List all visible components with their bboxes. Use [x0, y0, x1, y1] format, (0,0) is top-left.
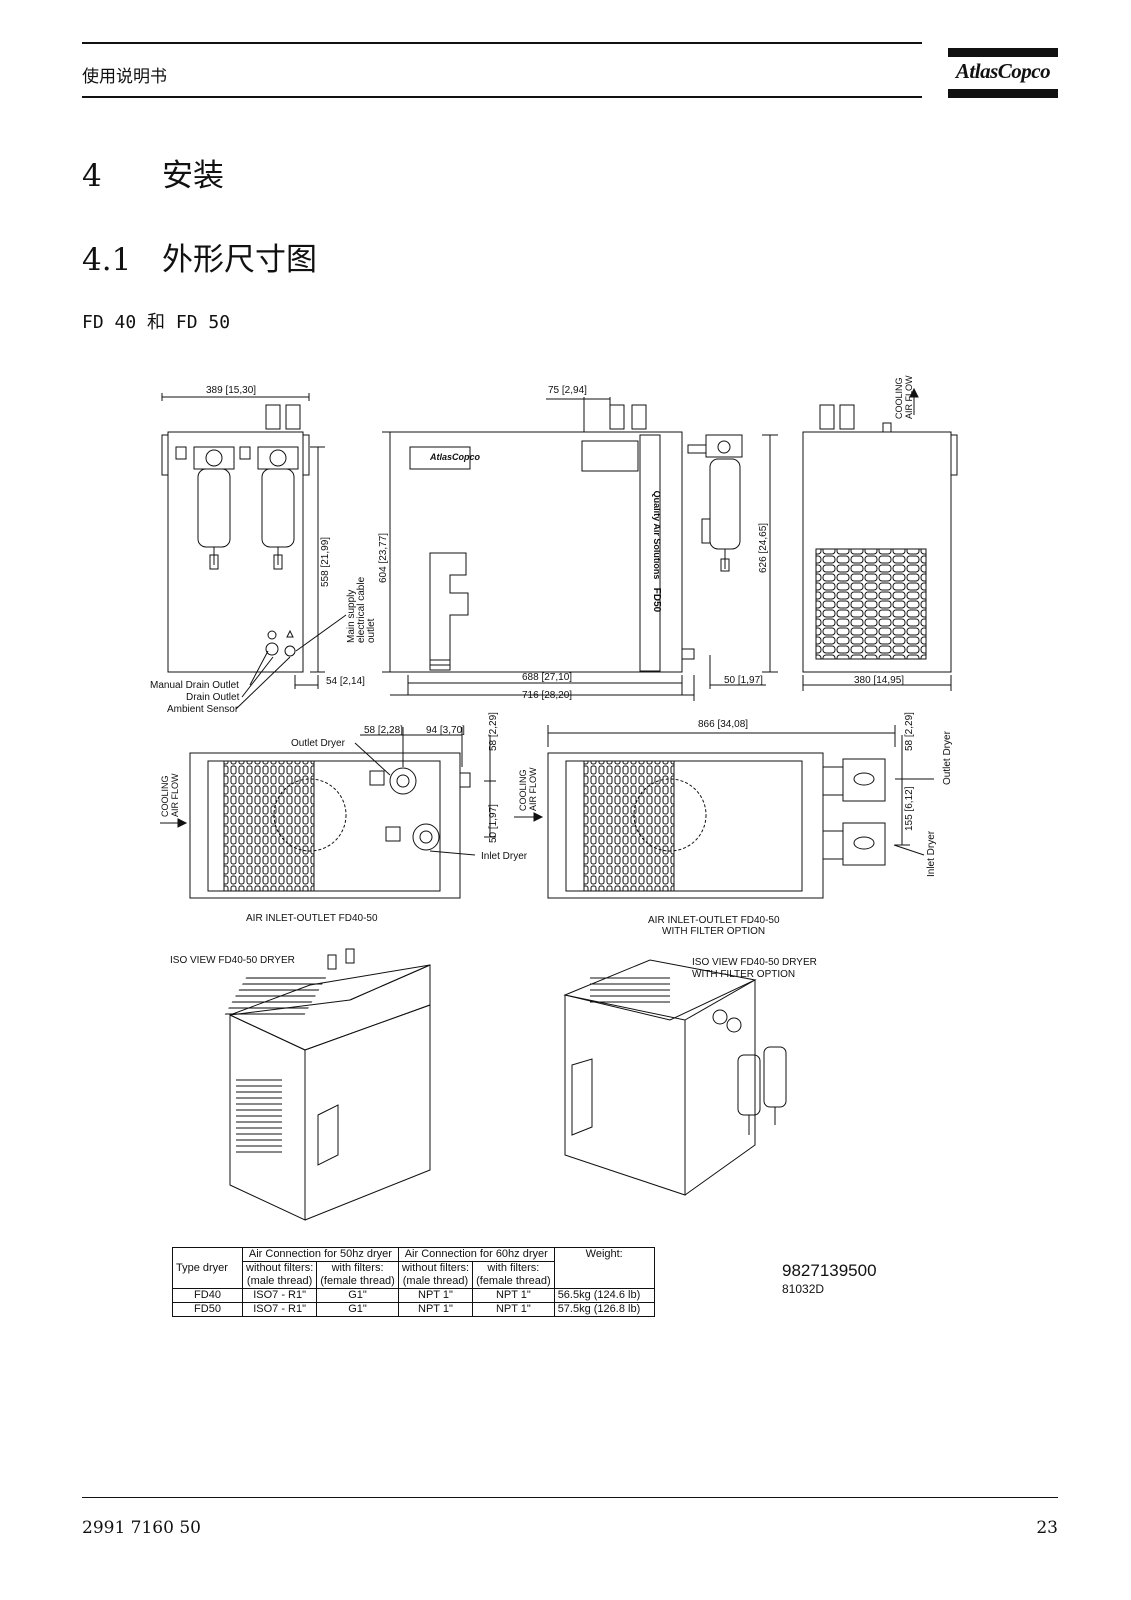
section-title: 安装	[162, 158, 224, 194]
cell-c2: G1"	[316, 1302, 399, 1317]
label-cooling-3: COOLING	[518, 769, 528, 811]
th-female2: (female thread)	[472, 1275, 555, 1289]
subsection-number: 4.1	[82, 242, 132, 278]
footer-rule	[82, 1497, 1058, 1498]
label-outlet-dryer-top: Outlet Dryer	[291, 738, 346, 749]
label-main-supply-1: Main supply	[346, 590, 357, 643]
label-inlet-dryer-side: Inlet Dryer	[926, 830, 937, 877]
dim-688: 688 [27,10]	[522, 672, 572, 683]
caption-inlet-outlet-filter-1: AIR INLET-OUTLET FD40-50	[648, 915, 780, 926]
header-bottom-rule	[82, 96, 922, 98]
dim-58b: 58 [2,29]	[488, 712, 499, 751]
dim-94: 94 [3,70]	[426, 725, 465, 736]
cell-weight: 56.5kg (124.6 lb)	[553, 1288, 655, 1303]
label-main-supply-3: outlet	[366, 618, 377, 643]
top-view-with-filter	[514, 725, 934, 899]
panel-model: FD50	[651, 588, 662, 613]
caption-inlet-outlet-filter-2: WITH FILTER OPTION	[662, 926, 765, 937]
iso-view-dryer	[224, 948, 431, 1221]
label-manual-drain: Manual Drain Outlet	[150, 680, 239, 691]
dim-75: 75 [2,94]	[548, 385, 587, 396]
footer-code: 2991 7160 50	[82, 1518, 201, 1538]
header-top-rule	[82, 42, 922, 44]
dim-716: 716 [28,20]	[522, 690, 572, 701]
cell-c1: ISO7 - R1"	[241, 1288, 318, 1303]
table-row: FD50 ISO7 - R1" G1" NPT 1" NPT 1" 57.5kg…	[172, 1302, 655, 1317]
cell-c3: NPT 1"	[397, 1302, 474, 1317]
caption-iso-view: ISO VIEW FD40-50 DRYER	[170, 955, 295, 966]
label-airflow-1: AIR FLOW	[904, 375, 914, 419]
th-without2: without filters:	[397, 1261, 474, 1275]
dim-380: 380 [14,95]	[854, 675, 904, 686]
panel-tagline: Quality Air Solutions	[652, 491, 662, 580]
th-air50: Air Connection for 50hz dryer	[242, 1247, 399, 1262]
cell-type: FD40	[172, 1288, 243, 1303]
section-number: 4	[82, 158, 102, 194]
model-line: FD 40 和 FD 50	[82, 312, 231, 333]
cell-c4: NPT 1"	[472, 1288, 555, 1303]
dim-866: 866 [34,08]	[698, 719, 748, 730]
label-airflow-2: AIR FLOW	[170, 773, 180, 817]
th-with2: with filters:	[472, 1261, 555, 1275]
section-heading: 4 安装	[82, 150, 224, 195]
label-airflow-3: AIR FLOW	[528, 767, 538, 811]
dim-389: 389 [15,30]	[206, 385, 256, 396]
dim-558: 558 [21,99]	[320, 537, 331, 587]
caption-iso-view-filter-2: WITH FILTER OPTION	[692, 969, 795, 980]
dim-50b: 50 [1,97]	[488, 804, 499, 843]
th-with1: with filters:	[316, 1261, 399, 1275]
subsection-heading: 4.1 外形尺寸图	[82, 234, 317, 279]
label-cooling-1: COOLING	[894, 377, 904, 419]
rear-view	[802, 387, 958, 691]
page-number: 23	[1036, 1518, 1058, 1538]
caption-iso-view-filter-1: ISO VIEW FD40-50 DRYER	[692, 957, 817, 968]
th-type: Type dryer	[172, 1247, 243, 1289]
dim-58a: 58 [2,28]	[364, 725, 403, 736]
iso-view-dryer-with-filter	[563, 959, 787, 1196]
document-subnumber: 81032D	[782, 1282, 825, 1296]
side-view	[382, 397, 778, 701]
header-title: 使用说明书	[82, 67, 167, 87]
cell-c2: G1"	[316, 1288, 399, 1303]
front-view-with-filters	[161, 393, 347, 710]
label-drain-outlet: Drain Outlet	[186, 692, 240, 703]
th-without1: without filters:	[241, 1261, 318, 1275]
cell-c1: ISO7 - R1"	[241, 1302, 318, 1317]
th-weight: Weight:	[553, 1247, 655, 1289]
th-male2: (male thread)	[397, 1275, 474, 1289]
label-inlet-dryer: Inlet Dryer	[481, 851, 528, 862]
dim-54: 54 [2,14]	[326, 676, 365, 687]
table-row: FD40 ISO7 - R1" G1" NPT 1" NPT 1" 56.5kg…	[172, 1288, 655, 1303]
cell-c4: NPT 1"	[472, 1302, 555, 1317]
label-cooling-2: COOLING	[160, 775, 170, 817]
dimension-drawing: 389 [15,30] 75 [2,94] 558 [21,99] 604 [2…	[150, 375, 1000, 1235]
subsection-title: 外形尺寸图	[162, 242, 317, 278]
th-male1: (male thread)	[241, 1275, 318, 1289]
label-main-supply-2: electrical cable	[356, 576, 367, 643]
logo-text: AtlasCopco	[955, 59, 1051, 83]
cell-c3: NPT 1"	[397, 1288, 474, 1303]
caption-inlet-outlet: AIR INLET-OUTLET FD40-50	[246, 913, 378, 924]
filter-right	[239, 446, 299, 570]
dim-604: 604 [23,77]	[378, 533, 389, 583]
dim-155: 155 [6,12]	[904, 786, 915, 831]
filter-left	[175, 446, 235, 570]
th-air60: Air Connection for 60hz dryer	[397, 1247, 555, 1262]
dim-626: 626 [24,65]	[758, 523, 769, 573]
dim-50a: 50 [1,97]	[724, 675, 763, 686]
dim-58c: 58 [2,29]	[904, 712, 915, 751]
dimension-drawing-svg: 389 [15,30] 75 [2,94] 558 [21,99] 604 [2…	[150, 375, 958, 1221]
cell-type: FD50	[172, 1302, 243, 1317]
th-female1: (female thread)	[316, 1275, 399, 1289]
document-number: 9827139500	[782, 1261, 877, 1280]
spec-table: Type dryer Air Connection for 50hz dryer…	[172, 1247, 655, 1317]
label-ambient-sensor: Ambient Sensor	[167, 704, 239, 715]
top-view-inlet-outlet	[160, 727, 496, 899]
cell-weight: 57.5kg (126.8 lb)	[553, 1302, 655, 1317]
atlas-copco-logo: AtlasCopco	[948, 48, 1058, 100]
label-outlet-dryer-side: Outlet Dryer	[942, 730, 953, 785]
panel-brand: AtlasCopco	[429, 452, 481, 462]
